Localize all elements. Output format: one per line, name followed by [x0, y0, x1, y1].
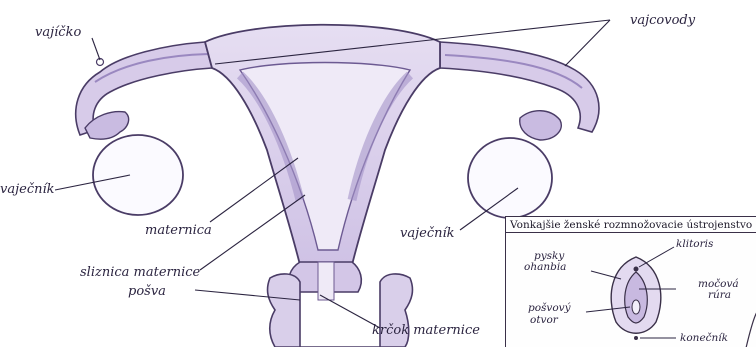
cervix-opening: [318, 262, 334, 300]
arc-right-side: [746, 312, 756, 347]
label-vajcovody: vajcovody: [630, 14, 695, 27]
ovary-left: [93, 135, 183, 215]
label-pysky-1: pysky: [534, 251, 564, 262]
label-konecnik: konečník: [680, 333, 728, 344]
label-mocova-2: rúra: [708, 290, 731, 301]
label-mocova-1: močová: [698, 279, 739, 290]
leader-vajicko: [92, 38, 100, 60]
ovary-right: [468, 138, 552, 218]
leader-vajcovody-right: [565, 20, 610, 66]
anus-mark: [634, 336, 638, 340]
clitoris-mark: [634, 267, 639, 272]
label-vajecnik-right: vaječník: [400, 227, 455, 240]
uterine-cavity: [240, 63, 410, 251]
inset-external-genitalia: Vonkajšie ženské rozmnožovacie ústrojens…: [505, 216, 756, 347]
label-pysky-2: ohanbia: [524, 262, 566, 273]
leader-klitoris: [639, 247, 674, 267]
label-krcok: krčok maternice: [372, 324, 480, 337]
label-maternica: maternica: [145, 224, 212, 237]
vaginal-opening-mark: [632, 300, 640, 314]
leader-sliznica: [200, 195, 305, 270]
fimbriae-right: [520, 111, 562, 140]
label-klitoris: klitoris: [676, 239, 713, 250]
leader-krcok: [320, 295, 380, 328]
label-posvovy-2: otvor: [530, 315, 558, 326]
label-vajicko: vajíčko: [35, 26, 81, 39]
label-posva: pošva: [128, 285, 166, 298]
label-sliznica: sliznica maternice: [80, 266, 200, 279]
label-posvovy-1: pošvový: [528, 303, 571, 314]
label-vajecnik-left: vaječník: [0, 183, 55, 196]
